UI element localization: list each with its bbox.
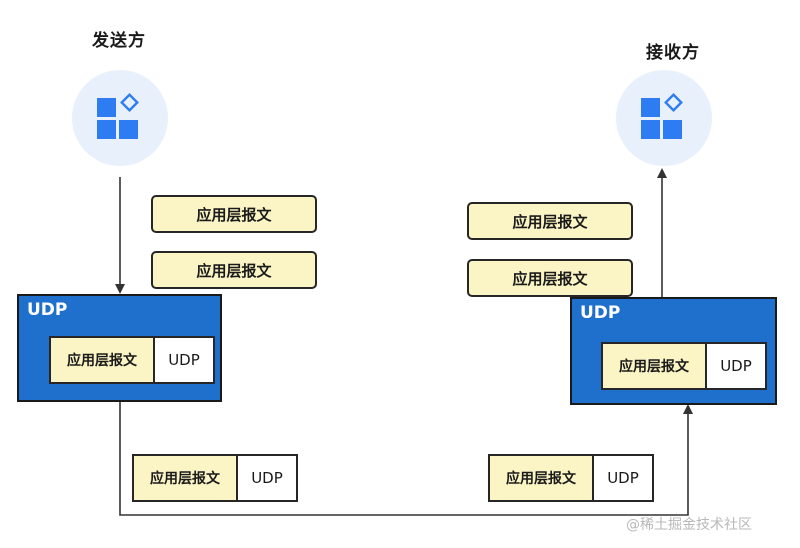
sender-app-message-2: 应用层报文 [151, 251, 317, 289]
datagram-udp-header: UDP [251, 469, 283, 487]
transfer-path [119, 402, 693, 516]
sender-udp-layer: UDP 应用层报文 UDP [17, 294, 222, 402]
receiver-app-message-1: 应用层报文 [467, 202, 633, 240]
udp-layer-label: UDP [580, 303, 621, 323]
receiver-udp-layer: UDP 应用层报文 UDP [570, 297, 777, 405]
sender-title: 发送方 [92, 31, 146, 51]
transit-datagram-1: 应用层报文 UDP [132, 454, 298, 502]
sender-app-icon [72, 70, 168, 166]
receiver-app-message-2: 应用层报文 [467, 259, 633, 297]
udp-layer-label: UDP [27, 300, 68, 320]
datagram-payload: 应用层报文 [490, 456, 594, 500]
datagram-udp-header: UDP [607, 469, 639, 487]
datagram-payload: 应用层报文 [51, 338, 155, 382]
udp-datagram: 应用层报文 UDP [49, 336, 215, 384]
datagram-payload: 应用层报文 [134, 456, 238, 500]
datagram-payload: 应用层报文 [603, 344, 707, 388]
datagram-udp-header: UDP [168, 351, 200, 369]
datagram-udp-header: UDP [720, 357, 752, 375]
udp-datagram: 应用层报文 UDP [601, 342, 767, 390]
sender-app-message-1: 应用层报文 [151, 195, 317, 233]
transit-datagram-2: 应用层报文 UDP [488, 454, 654, 502]
watermark: @稀土掘金技术社区 [626, 517, 752, 533]
apps-icon [641, 93, 683, 139]
apps-icon [97, 93, 139, 139]
receiver-app-icon [616, 70, 712, 166]
receiver-title: 接收方 [646, 43, 700, 63]
